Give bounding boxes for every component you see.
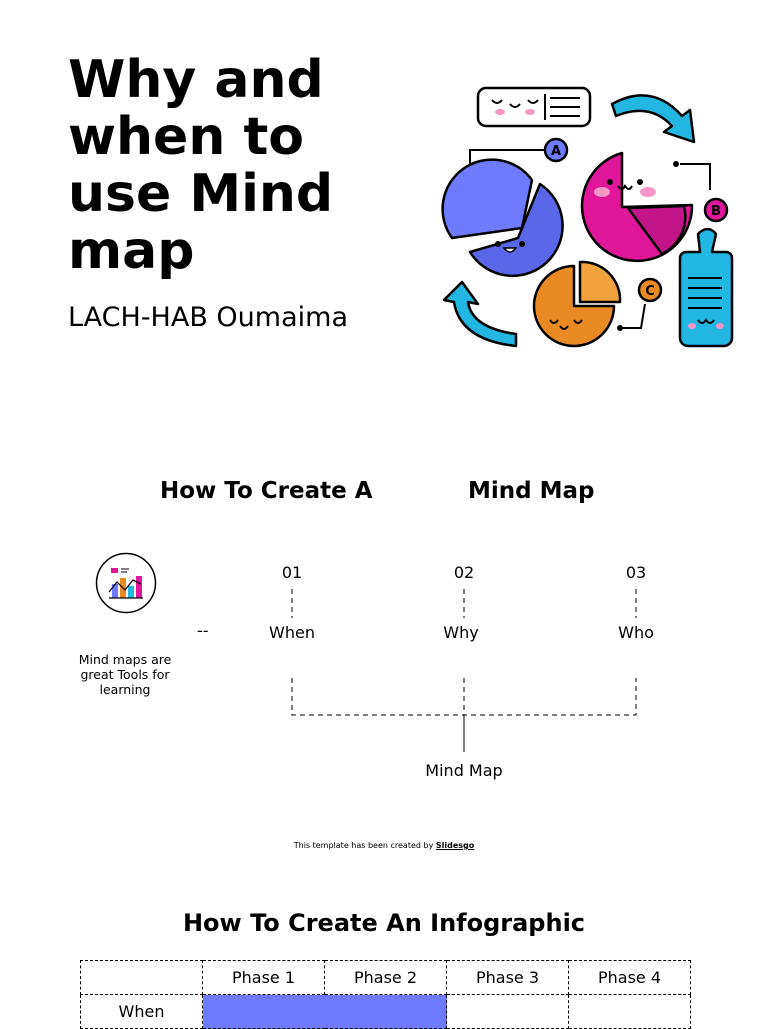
dash-connector: --: [197, 621, 209, 640]
svg-text:A: A: [551, 144, 561, 159]
bottle-icon: [678, 227, 734, 348]
svg-text:C: C: [645, 284, 655, 299]
slide-title: Why and when to use Mind map: [68, 50, 334, 281]
pie-chart-icon: [441, 158, 564, 278]
template-credit: This template has been created by Slides…: [0, 841, 768, 850]
table-header-row: Phase 1 Phase 2 Phase 3 Phase 4: [80, 960, 691, 995]
header-phase-3: Phase 3: [446, 960, 569, 995]
step-number: 02: [453, 563, 475, 582]
side-description: Mind maps are great Tools for learning: [78, 652, 172, 697]
header-cell-empty: [80, 960, 203, 995]
table-row: When: [80, 994, 691, 1029]
step-number: 03: [625, 563, 647, 582]
table-cell: [568, 994, 691, 1029]
svg-text:B: B: [711, 204, 721, 219]
speech-bubble-icon: [476, 86, 592, 128]
pie-chart-icon: [580, 151, 694, 263]
mindmap-root-label: Mind Map: [425, 761, 503, 780]
header-phase-4: Phase 4: [568, 960, 691, 995]
phase-bar: [202, 994, 447, 1029]
header-phase-1: Phase 1: [202, 960, 325, 995]
slidesgo-link[interactable]: Slidesgo: [435, 841, 475, 850]
phase-table: Phase 1 Phase 2 Phase 3 Phase 4 When: [80, 960, 691, 1029]
mindmap-heading-left: How To Create A: [160, 478, 373, 504]
chart-icon: [95, 552, 157, 614]
step-label-who: Who: [618, 623, 654, 642]
step-number: 01: [281, 563, 303, 582]
arrow-icon: [610, 94, 696, 144]
arrow-icon: [442, 280, 518, 348]
step-label-when: When: [269, 623, 315, 642]
row-label-when: When: [80, 994, 203, 1029]
author-name: LACH-HAB Oumaima: [68, 302, 348, 333]
header-phase-2: Phase 2: [324, 960, 447, 995]
table-cell: [446, 994, 569, 1029]
step-label-why: Why: [443, 623, 479, 642]
infographic-heading: How To Create An Infographic: [182, 909, 586, 937]
pie-chart-icon: [532, 260, 622, 348]
mindmap-heading-right: Mind Map: [468, 478, 595, 504]
credit-text: This template has been created by: [293, 841, 436, 850]
mind-map-illustration: A B C: [441, 86, 734, 348]
